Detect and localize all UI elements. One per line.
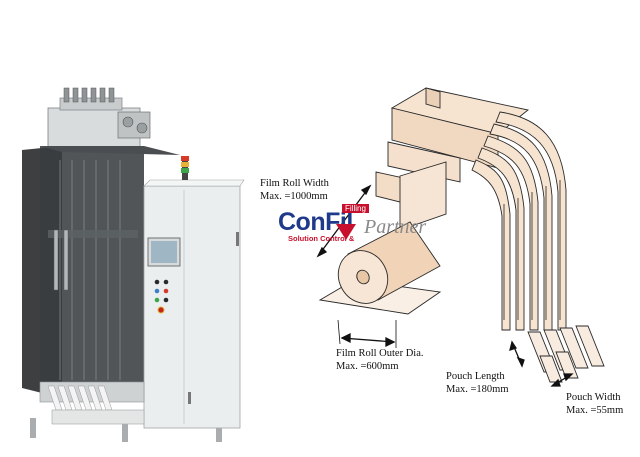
control-buttons: [154, 279, 169, 314]
film-roll-width-title: Film Roll Width: [260, 178, 329, 189]
signal-light-tower: [181, 156, 189, 180]
pouches: [527, 325, 605, 383]
pouch-width-label: Pouch Width Max. =55mm: [566, 391, 623, 417]
film-roll-outer-dia-value: Max. =600mm: [336, 361, 399, 372]
pouch-width-title: Pouch Width: [566, 392, 621, 403]
pouch-width-value: Max. =55mm: [566, 405, 624, 416]
film-strips: [471, 111, 567, 331]
film-roll-width-label: Film Roll Width Max. =1000mm: [260, 177, 329, 203]
film-roll-width-value: Max. =1000mm: [260, 191, 328, 202]
film-roll: [337, 221, 441, 304]
film-roll-outer-dia-label: Film Roll Outer Dia. Max. =600mm: [336, 347, 424, 373]
logo-triangle-icon: [336, 224, 356, 240]
brand-logo: ConFil Filling Solution Control & Partne…: [278, 204, 442, 246]
control-cabinet: [143, 185, 241, 429]
logo-tag: Filling: [342, 204, 369, 213]
film-roll-outer-dia-title: Film Roll Outer Dia.: [336, 348, 424, 359]
door-handle: [53, 229, 59, 291]
packaging-machine: [22, 87, 245, 442]
door-handle: [63, 229, 69, 291]
pouch-length-title: Pouch Length: [446, 371, 505, 382]
film-path-diagram: [318, 87, 605, 383]
logo-subtitle: Solution Control &: [288, 234, 355, 243]
pouch-length-label: Pouch Length Max. =180mm: [446, 370, 509, 396]
dimension-lines: [316, 184, 574, 387]
dosing-heads: [47, 87, 151, 149]
logo-partner: Partner: [364, 216, 427, 238]
pouch-length-value: Max. =180mm: [446, 384, 509, 395]
